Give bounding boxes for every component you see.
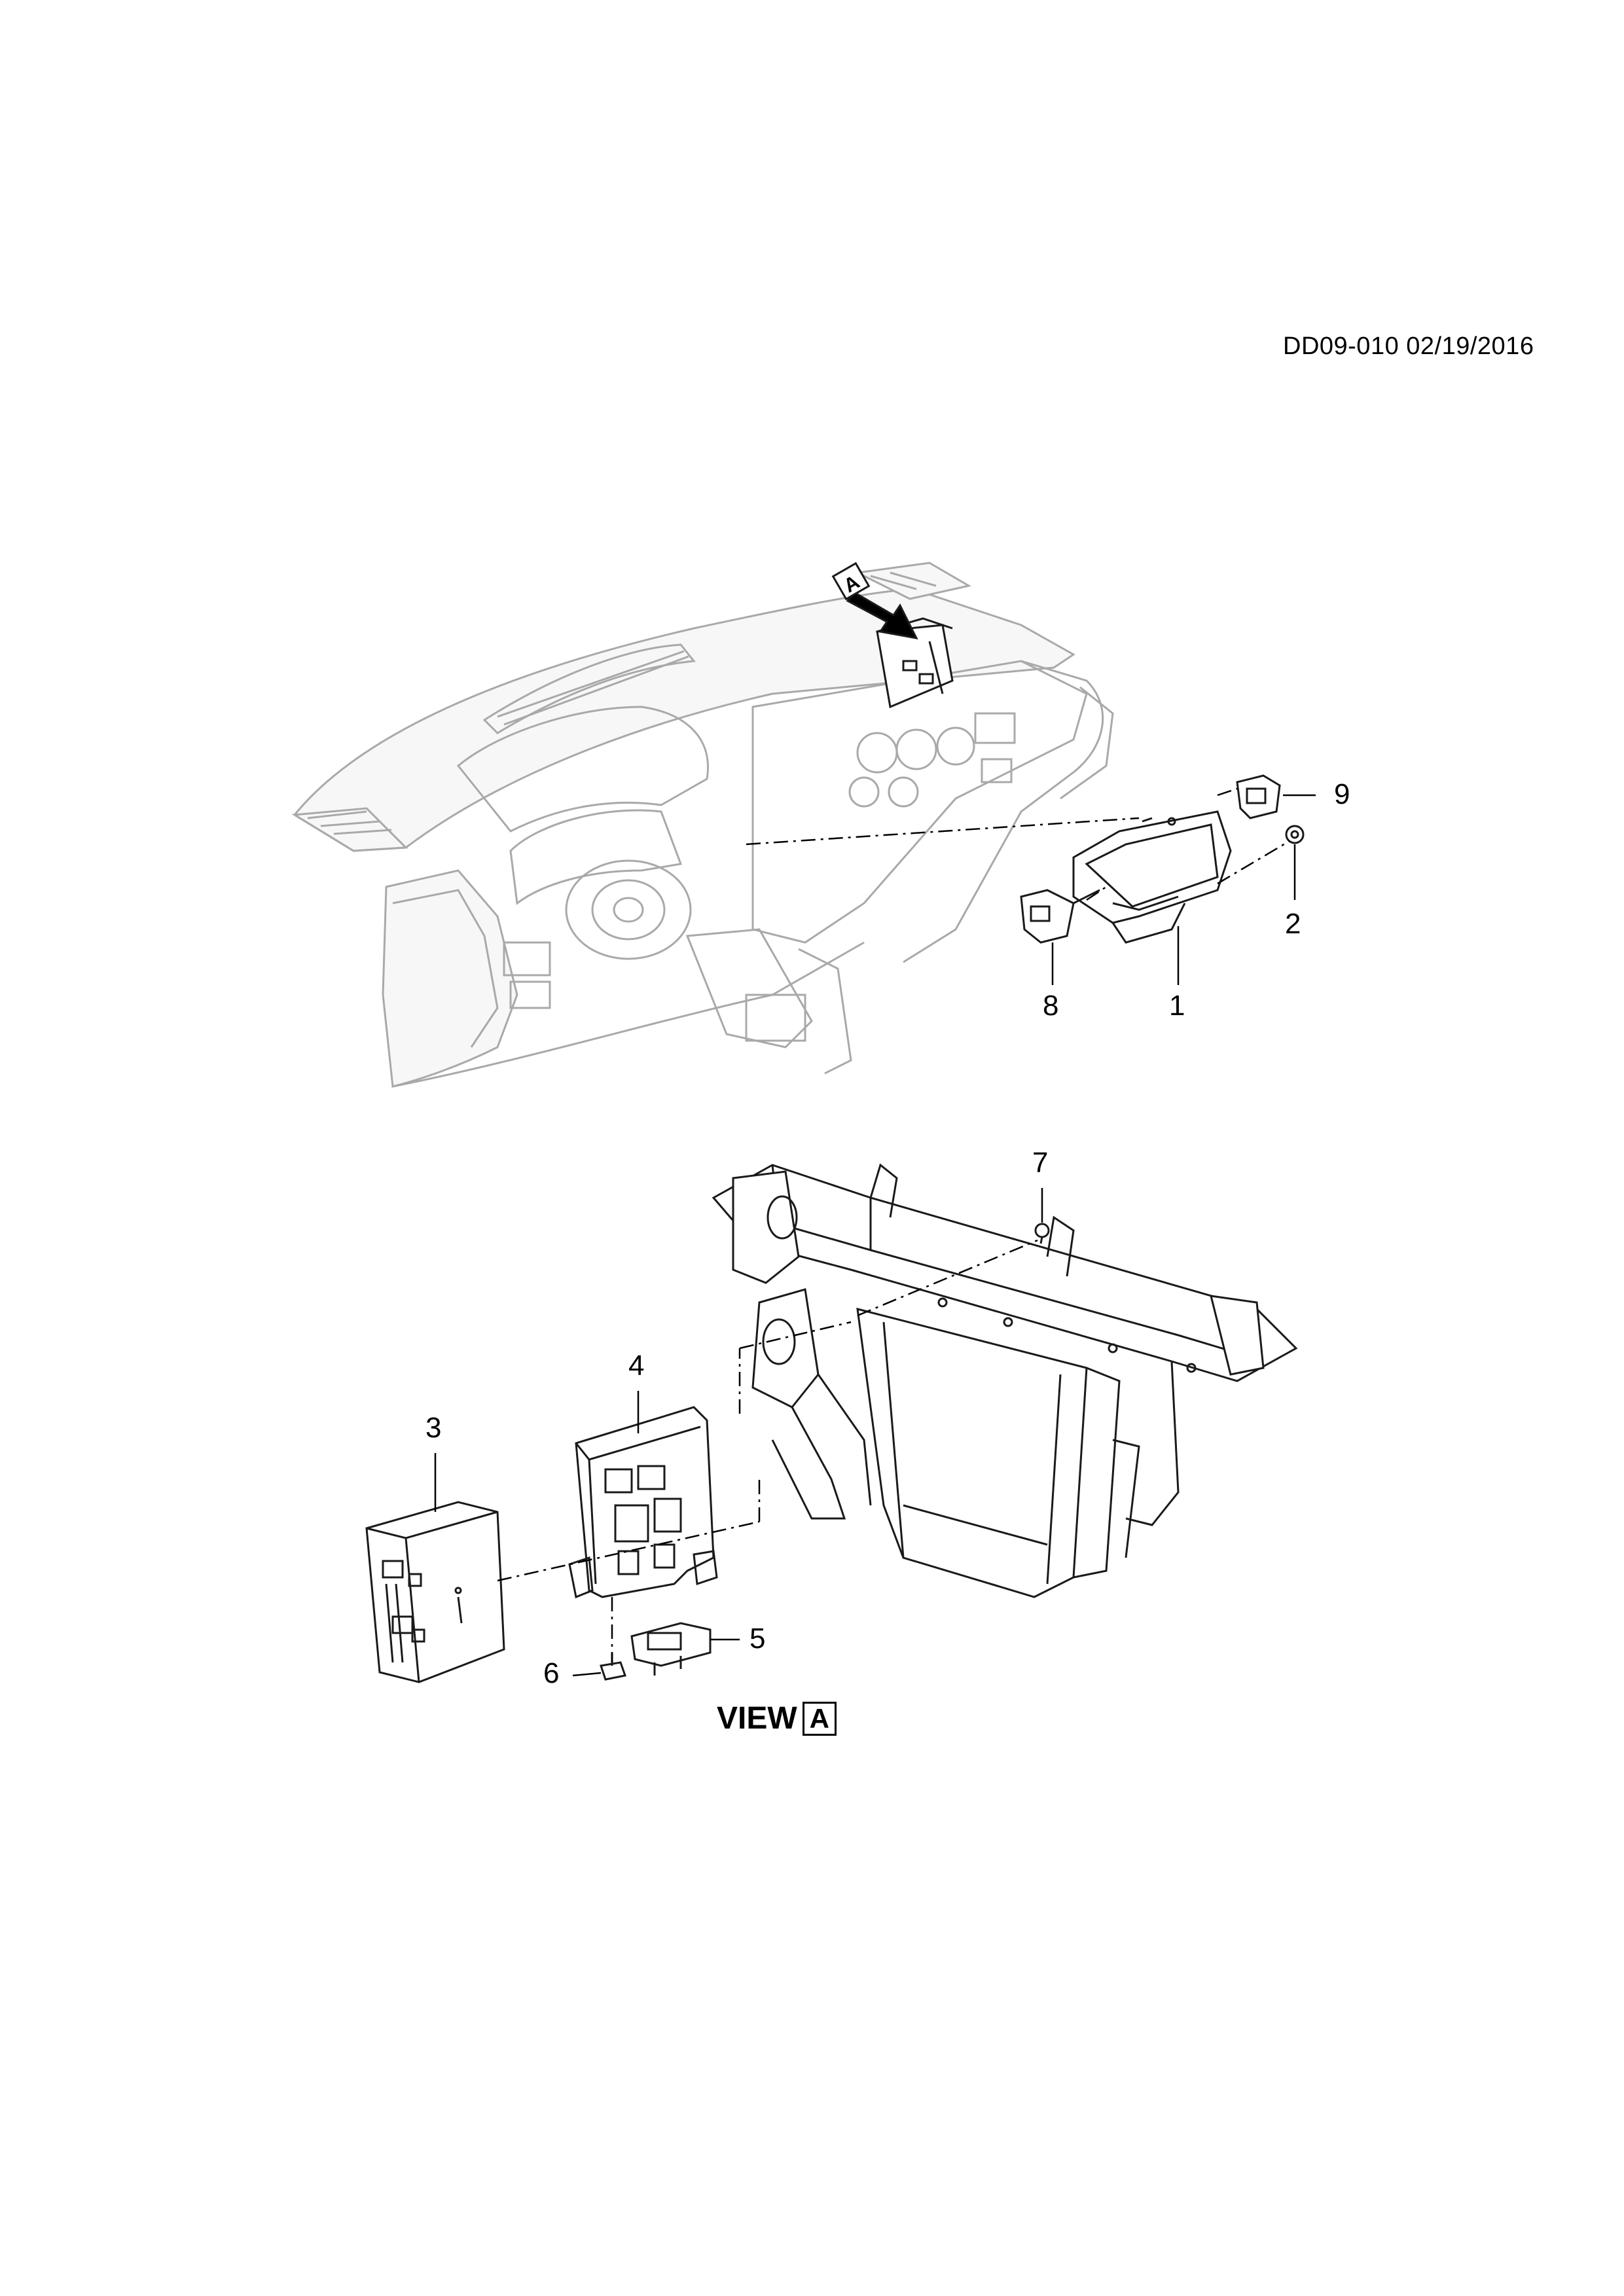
callout-1: 1 [1169,990,1185,1022]
part-6-fastener-drawing [600,1653,626,1681]
doc-id-date: DD09-010 02/19/2016 [1283,332,1534,360]
callout-9: 9 [1334,778,1350,810]
view-label-prefix: VIEW [717,1701,797,1736]
part-4-bracket-drawing [568,1406,718,1599]
part-9-knob-drawing [1236,774,1281,819]
radio-display-assembly [1072,810,1232,944]
callout-6: 6 [543,1657,560,1689]
callout-3: 3 [425,1412,442,1444]
callout-2: 2 [1285,908,1301,940]
part-3-module-drawing [365,1501,505,1683]
part-8-knob-drawing [1020,889,1100,944]
callout-4: 4 [628,1350,645,1382]
callout-8: 8 [1043,990,1059,1022]
cross-car-beam-drawing [712,1163,1298,1598]
instrument-panel-drawing: A [291,562,1114,1088]
part-5-clip-drawing [630,1622,712,1676]
callout-7: 7 [1032,1147,1049,1179]
view-label: VIEW A [717,1700,837,1736]
part-7-bolt-drawing [1034,1223,1050,1244]
view-label-letter: A [802,1701,837,1736]
callout-5: 5 [749,1623,766,1655]
part-2-nut-drawing [1285,825,1305,844]
